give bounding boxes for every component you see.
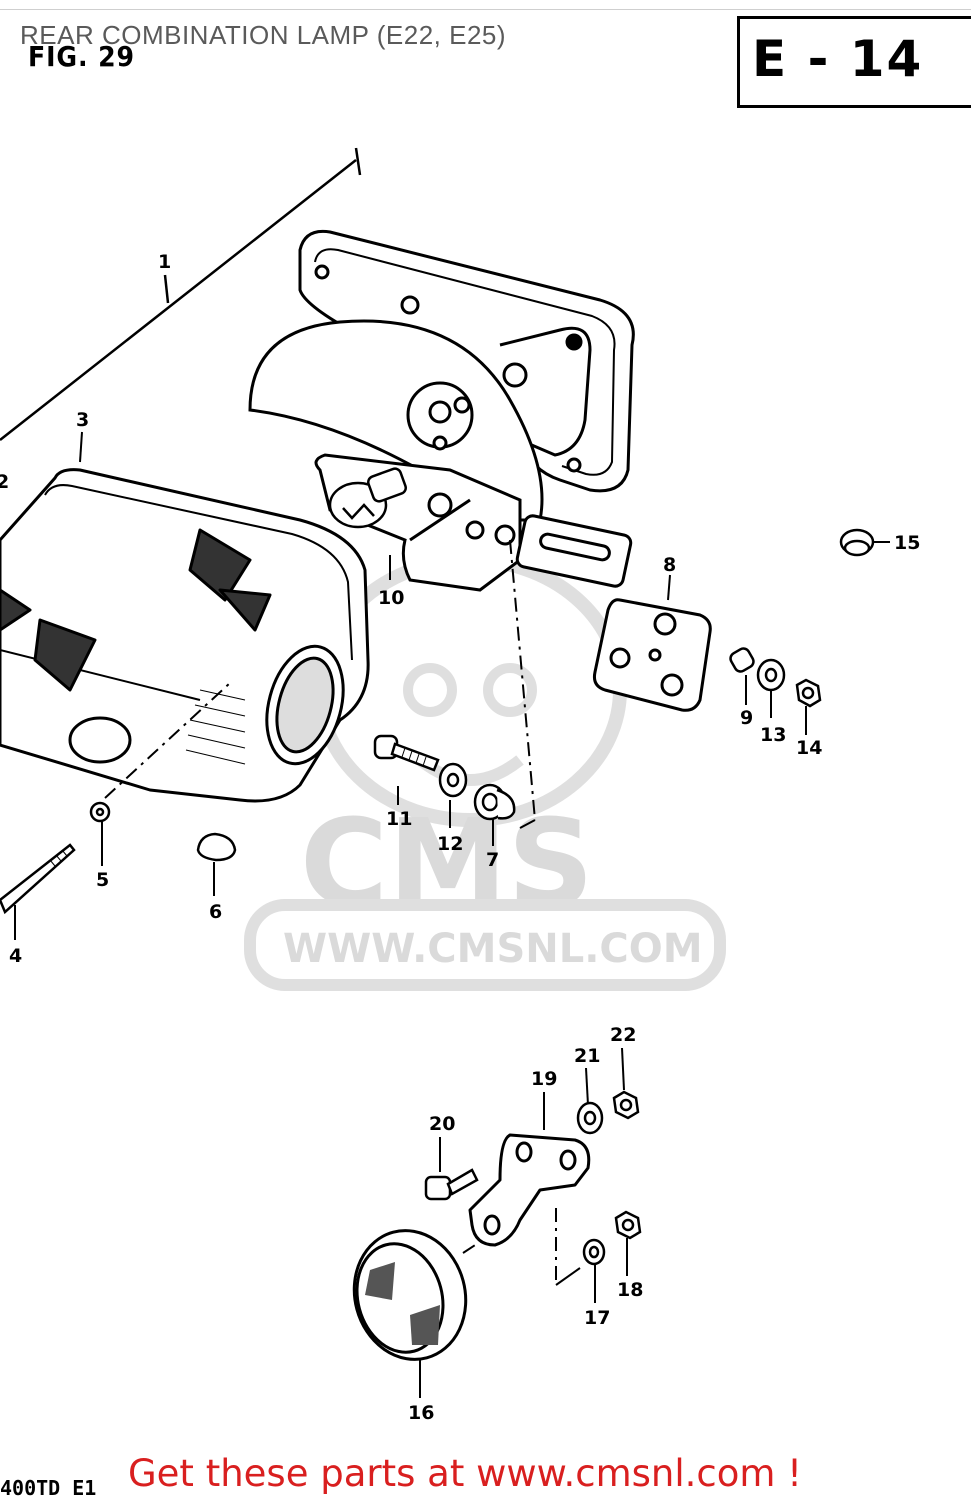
- washer-13: [756, 658, 786, 692]
- callout-12: 12: [437, 833, 463, 855]
- nut-22: [612, 1090, 640, 1120]
- callout-18: 18: [617, 1279, 643, 1301]
- callout-22: 22: [610, 1024, 636, 1046]
- callout-5: 5: [96, 869, 109, 891]
- bolt-20: [424, 1168, 479, 1201]
- reflector-16: [352, 1229, 468, 1361]
- callout-9: 9: [740, 707, 753, 729]
- callout-13: 13: [760, 724, 786, 746]
- model-code: 400TD E1: [0, 1476, 97, 1500]
- cap-6: [196, 832, 237, 862]
- buy-parts-link[interactable]: Get these parts at www.cmsnl.com !: [128, 1452, 803, 1495]
- page-title: REAR COMBINATION LAMP (E22, E25): [20, 20, 507, 50]
- callout-4: 4: [9, 945, 22, 967]
- callout-17: 17: [584, 1307, 610, 1329]
- watermark-logo-text: CMS: [300, 795, 594, 934]
- callout-15: 15: [894, 532, 920, 554]
- reflector-bracket-19: [468, 1133, 591, 1247]
- callout-20: 20: [429, 1113, 455, 1135]
- callout-3: 3: [76, 409, 89, 431]
- callout-10: 10: [378, 587, 404, 609]
- nut-18: [614, 1210, 642, 1240]
- watermark-url: WWW.CMSNL.COM: [283, 926, 703, 972]
- callout-7: 7: [486, 849, 499, 871]
- callout-21: 21: [574, 1045, 600, 1067]
- top-divider: [0, 9, 971, 10]
- bulb: [328, 467, 407, 529]
- leader-lines: [14, 431, 890, 1398]
- spacer-9: [729, 647, 755, 673]
- washer-21: [576, 1101, 604, 1135]
- washer-12: [438, 762, 468, 798]
- nut-14: [795, 678, 822, 708]
- washer-17: [582, 1238, 606, 1266]
- screw-11: [373, 734, 440, 772]
- license-light-lens: [593, 598, 712, 712]
- assembly-bracket-line: [0, 147, 362, 441]
- page-code: E - 14: [752, 30, 924, 88]
- callout-numbers: 1 2 3 4 5 6 7 8 9 10 11 12 13 14 15 16 1…: [0, 251, 920, 1424]
- collar-7: [473, 783, 516, 821]
- tail-lamp-lens: [0, 468, 370, 803]
- callout-1: 1: [158, 251, 171, 273]
- grommet: [839, 528, 875, 557]
- callout-19: 19: [531, 1068, 557, 1090]
- callout-8: 8: [663, 554, 676, 576]
- page-code-frame: [737, 16, 971, 108]
- callout-14: 14: [796, 737, 822, 759]
- bolt-4: [0, 843, 76, 915]
- nut-5: [89, 801, 111, 823]
- bulb-socket-plate: [248, 319, 544, 522]
- callout-2: 2: [0, 471, 9, 493]
- figure-label: FIG. 29: [28, 40, 136, 73]
- callout-16: 16: [408, 1402, 434, 1424]
- callout-6: 6: [209, 901, 222, 923]
- callout-11: 11: [386, 808, 412, 830]
